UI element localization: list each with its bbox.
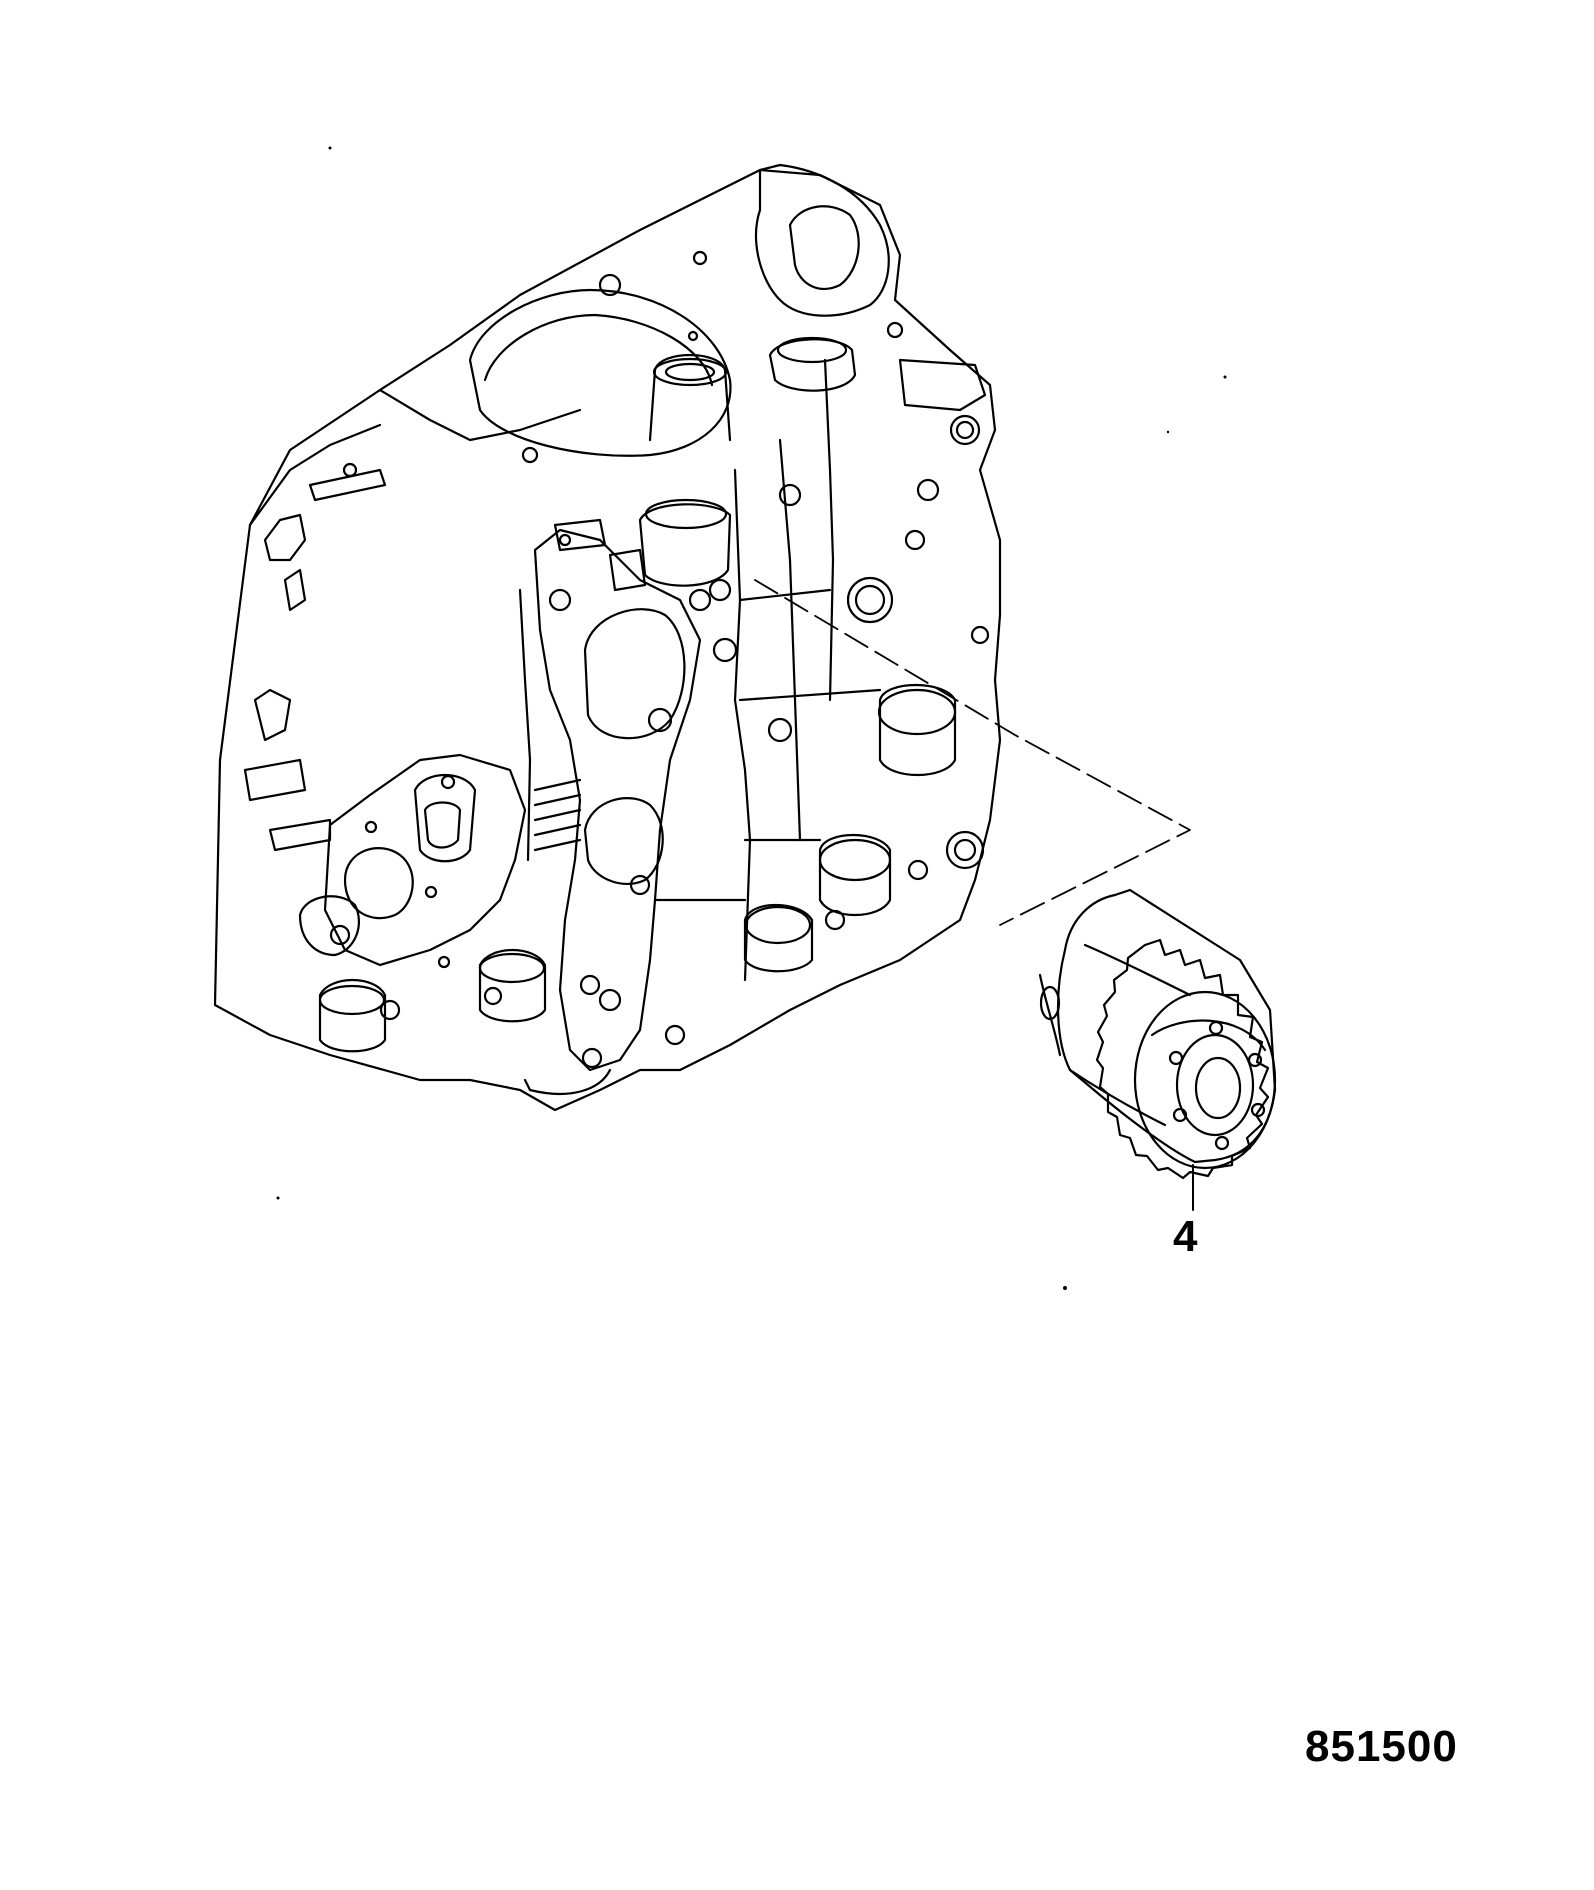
scan-specks	[276, 146, 1227, 1290]
engine-block-icon	[213, 163, 1002, 1112]
assembly-leader-line	[754, 579, 1191, 926]
drawing-number: 851500	[1305, 1722, 1458, 1771]
part-callout-number: 4	[1173, 1212, 1198, 1261]
gear-icon	[1038, 888, 1277, 1180]
